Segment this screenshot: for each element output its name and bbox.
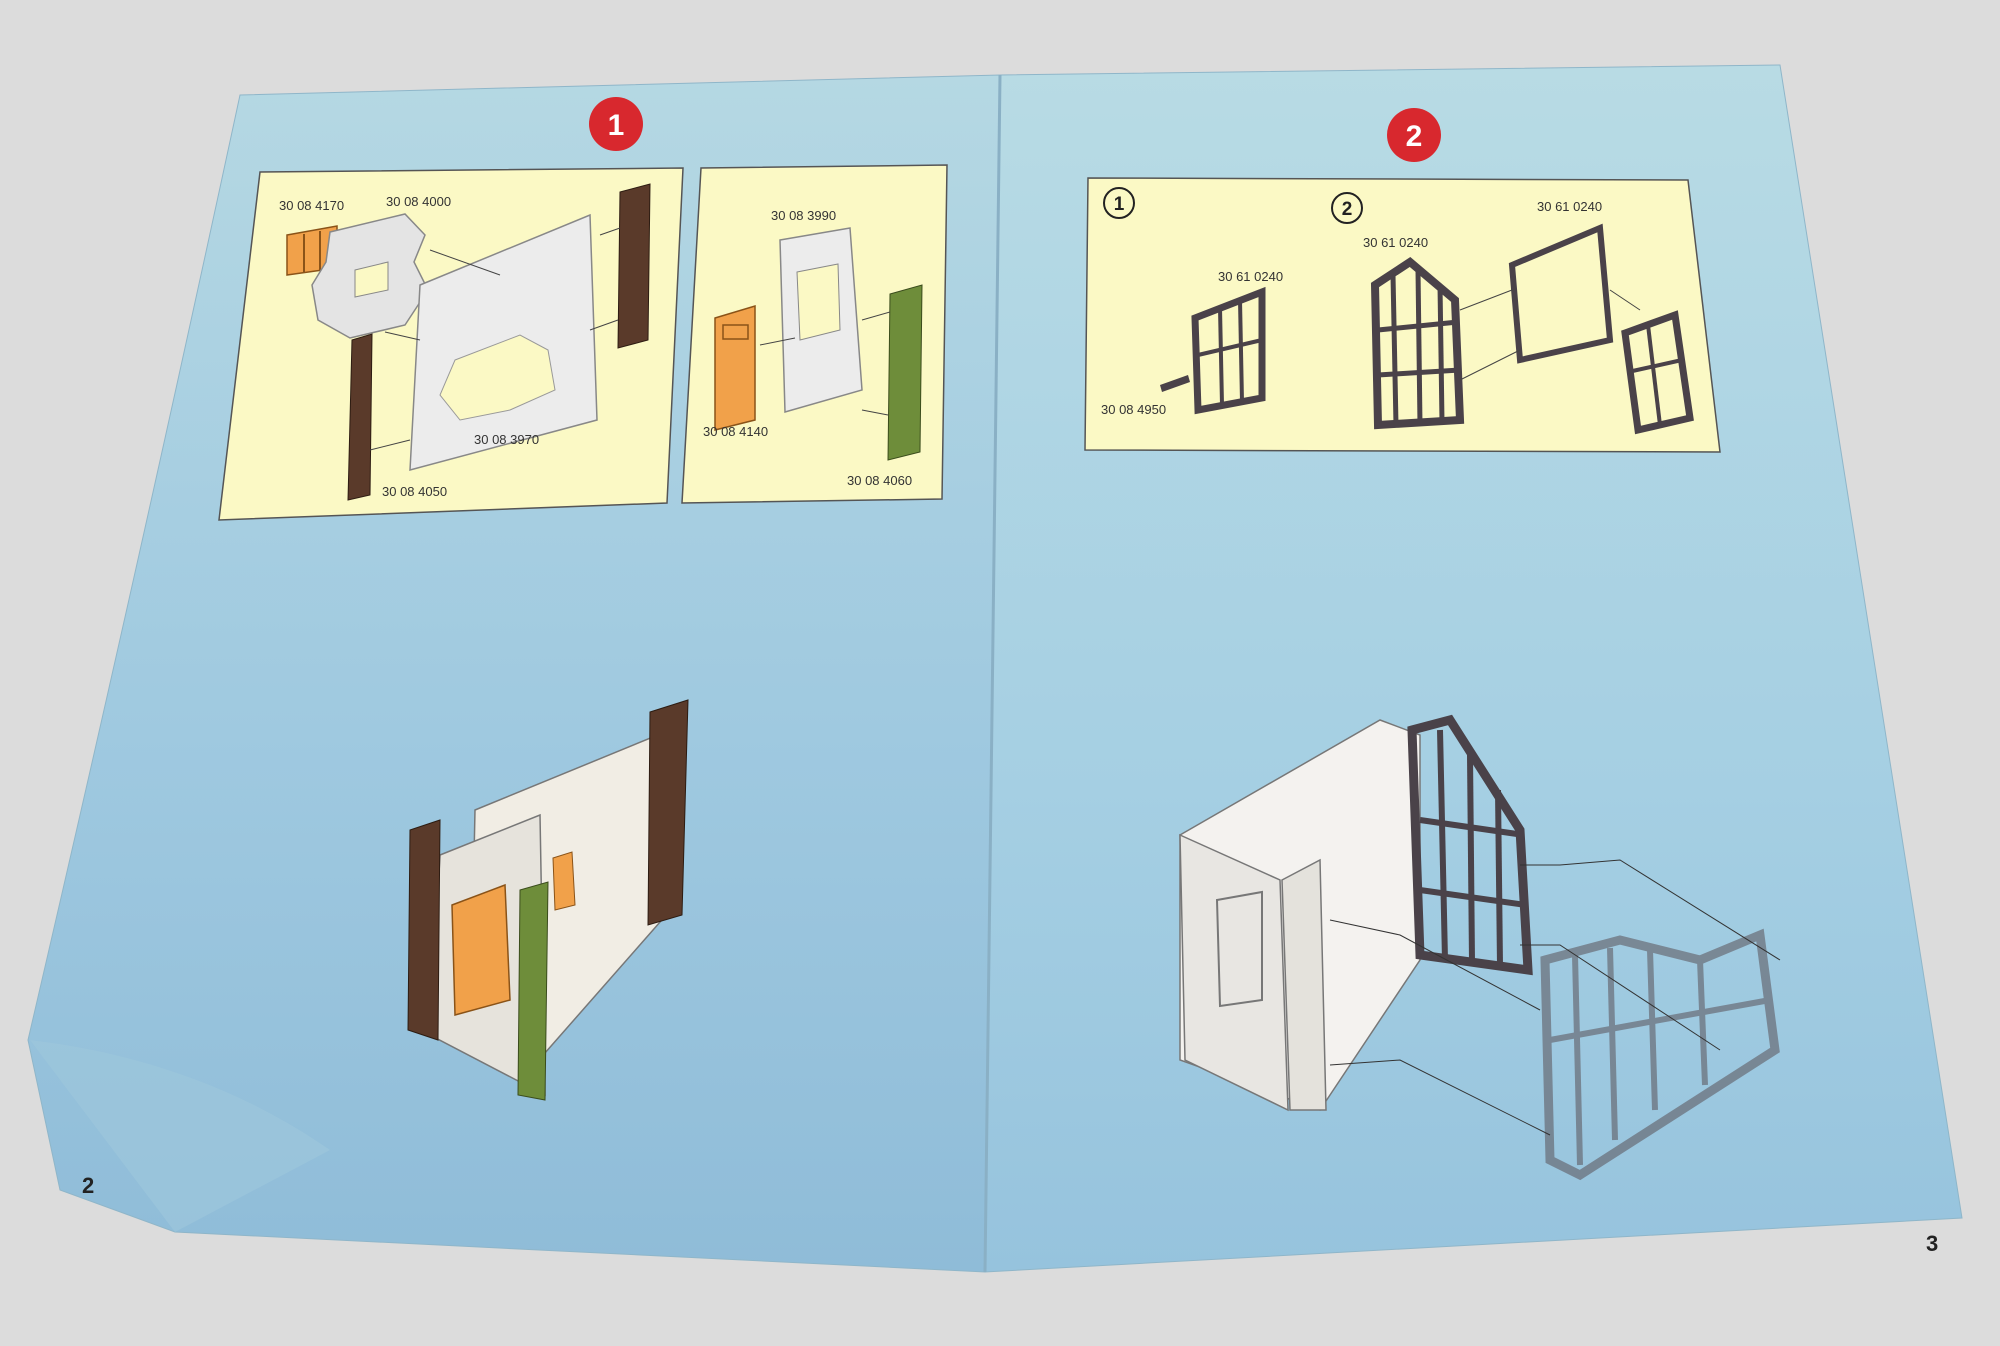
part-label: 30 61 0240	[1537, 199, 1602, 214]
part-label: 30 08 4170	[279, 198, 344, 213]
step-2-assembled-house	[1179, 714, 1781, 1181]
small-pin-part	[1160, 375, 1190, 392]
page-number-left: 2	[82, 1173, 94, 1198]
part-label: 30 61 0240	[1218, 269, 1283, 284]
part-label: 30 08 3990	[771, 208, 836, 223]
step-2-panel: 1 2	[1084, 177, 1721, 453]
green-pillar-part	[887, 284, 923, 461]
substep-1-label: 1	[1114, 194, 1125, 215]
part-label: 30 08 4140	[703, 424, 768, 439]
step-2-badge: 2	[1387, 108, 1441, 162]
left-page: 1 30 08 4170 30 08 4000	[27, 74, 1001, 1273]
step-1-assembled-wall	[407, 699, 689, 1101]
page-number-right: 3	[1926, 1231, 1938, 1256]
step-2-number: 2	[1406, 120, 1423, 153]
step-1-panel-b: 30 08 3990 30 08 4140 30 08 4060	[681, 164, 948, 504]
page-fold-crease	[30, 1040, 330, 1232]
ghost-truss-wall	[1540, 928, 1780, 1181]
step-1-number: 1	[608, 109, 625, 142]
brown-pillar-right-part	[617, 183, 651, 349]
door-frame-part	[1508, 223, 1614, 364]
step-1-badge: 1	[589, 97, 643, 151]
brown-pillar-left-part	[347, 333, 373, 501]
truss-wall-part	[1370, 257, 1465, 430]
substep-2-label: 2	[1342, 199, 1353, 220]
attached-truss-wall	[1407, 714, 1533, 976]
part-label: 30 08 4950	[1101, 402, 1166, 417]
right-page: 2 1 2	[983, 64, 1963, 1273]
part-label: 30 08 4060	[847, 473, 912, 488]
booklet-spine	[983, 74, 1002, 1273]
step-1-panel-a: 30 08 4170 30 08 4000 30 08 3970 30 08 4…	[218, 167, 684, 521]
dark-window-part	[1191, 286, 1266, 415]
part-label: 30 08 4000	[386, 194, 451, 209]
part-label: 30 08 4050	[382, 484, 447, 499]
orange-door-part	[714, 304, 756, 431]
part-label: 30 08 3970	[474, 432, 539, 447]
door-grill-part	[1621, 310, 1694, 435]
part-label: 30 61 0240	[1363, 235, 1428, 250]
